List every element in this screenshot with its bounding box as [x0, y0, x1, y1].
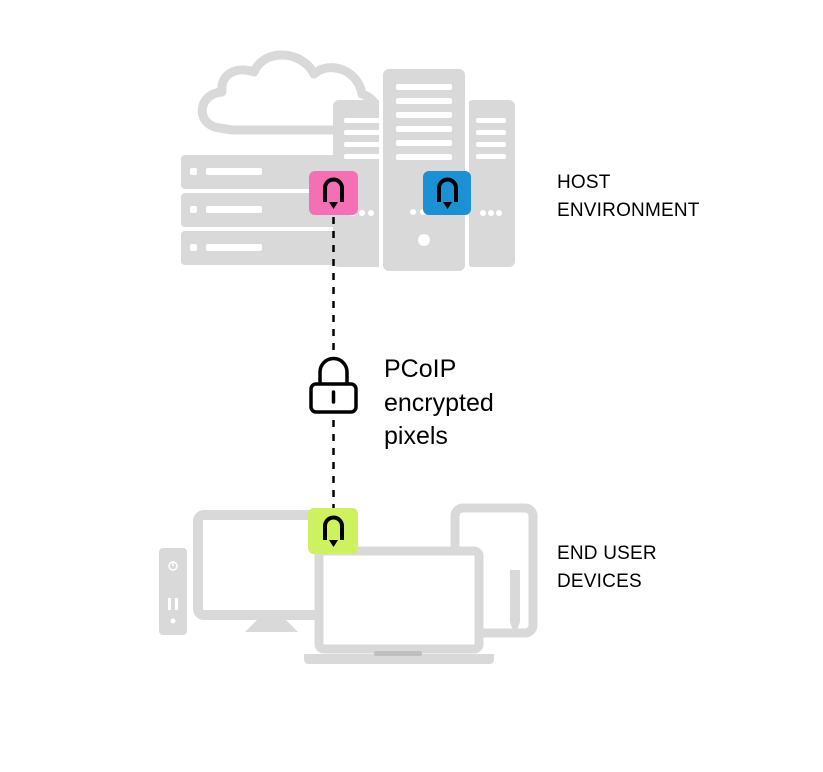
encrypted-connection — [309, 217, 358, 510]
tower-server-right — [467, 100, 515, 267]
pcoip-agent-icon-pink — [309, 171, 358, 215]
devices-label-line-2: DEVICES — [557, 571, 642, 592]
cloud-icon — [197, 50, 382, 135]
host-label-line-2: ENVIRONMENT — [557, 200, 700, 221]
devices-label-line-1: END USER — [557, 543, 657, 564]
pcoip-label-line-1: PCoIP — [384, 355, 456, 383]
rack-unit-3 — [181, 231, 371, 265]
pcoip-agent-icon-green — [308, 508, 358, 554]
desktop-tower — [159, 548, 187, 635]
tower-server-center — [379, 65, 469, 275]
pcoip-label-line-2: encrypted — [384, 389, 494, 417]
laptop-device — [304, 546, 494, 664]
pcoip-agent-icon-blue — [423, 171, 471, 215]
padlock-icon — [309, 356, 358, 414]
end-user-devices — [159, 503, 538, 664]
stylus-icon — [510, 570, 520, 636]
host-label-line-1: HOST — [557, 172, 611, 193]
host-environment — [181, 50, 515, 275]
pcoip-label-line-3: pixels — [384, 422, 448, 450]
